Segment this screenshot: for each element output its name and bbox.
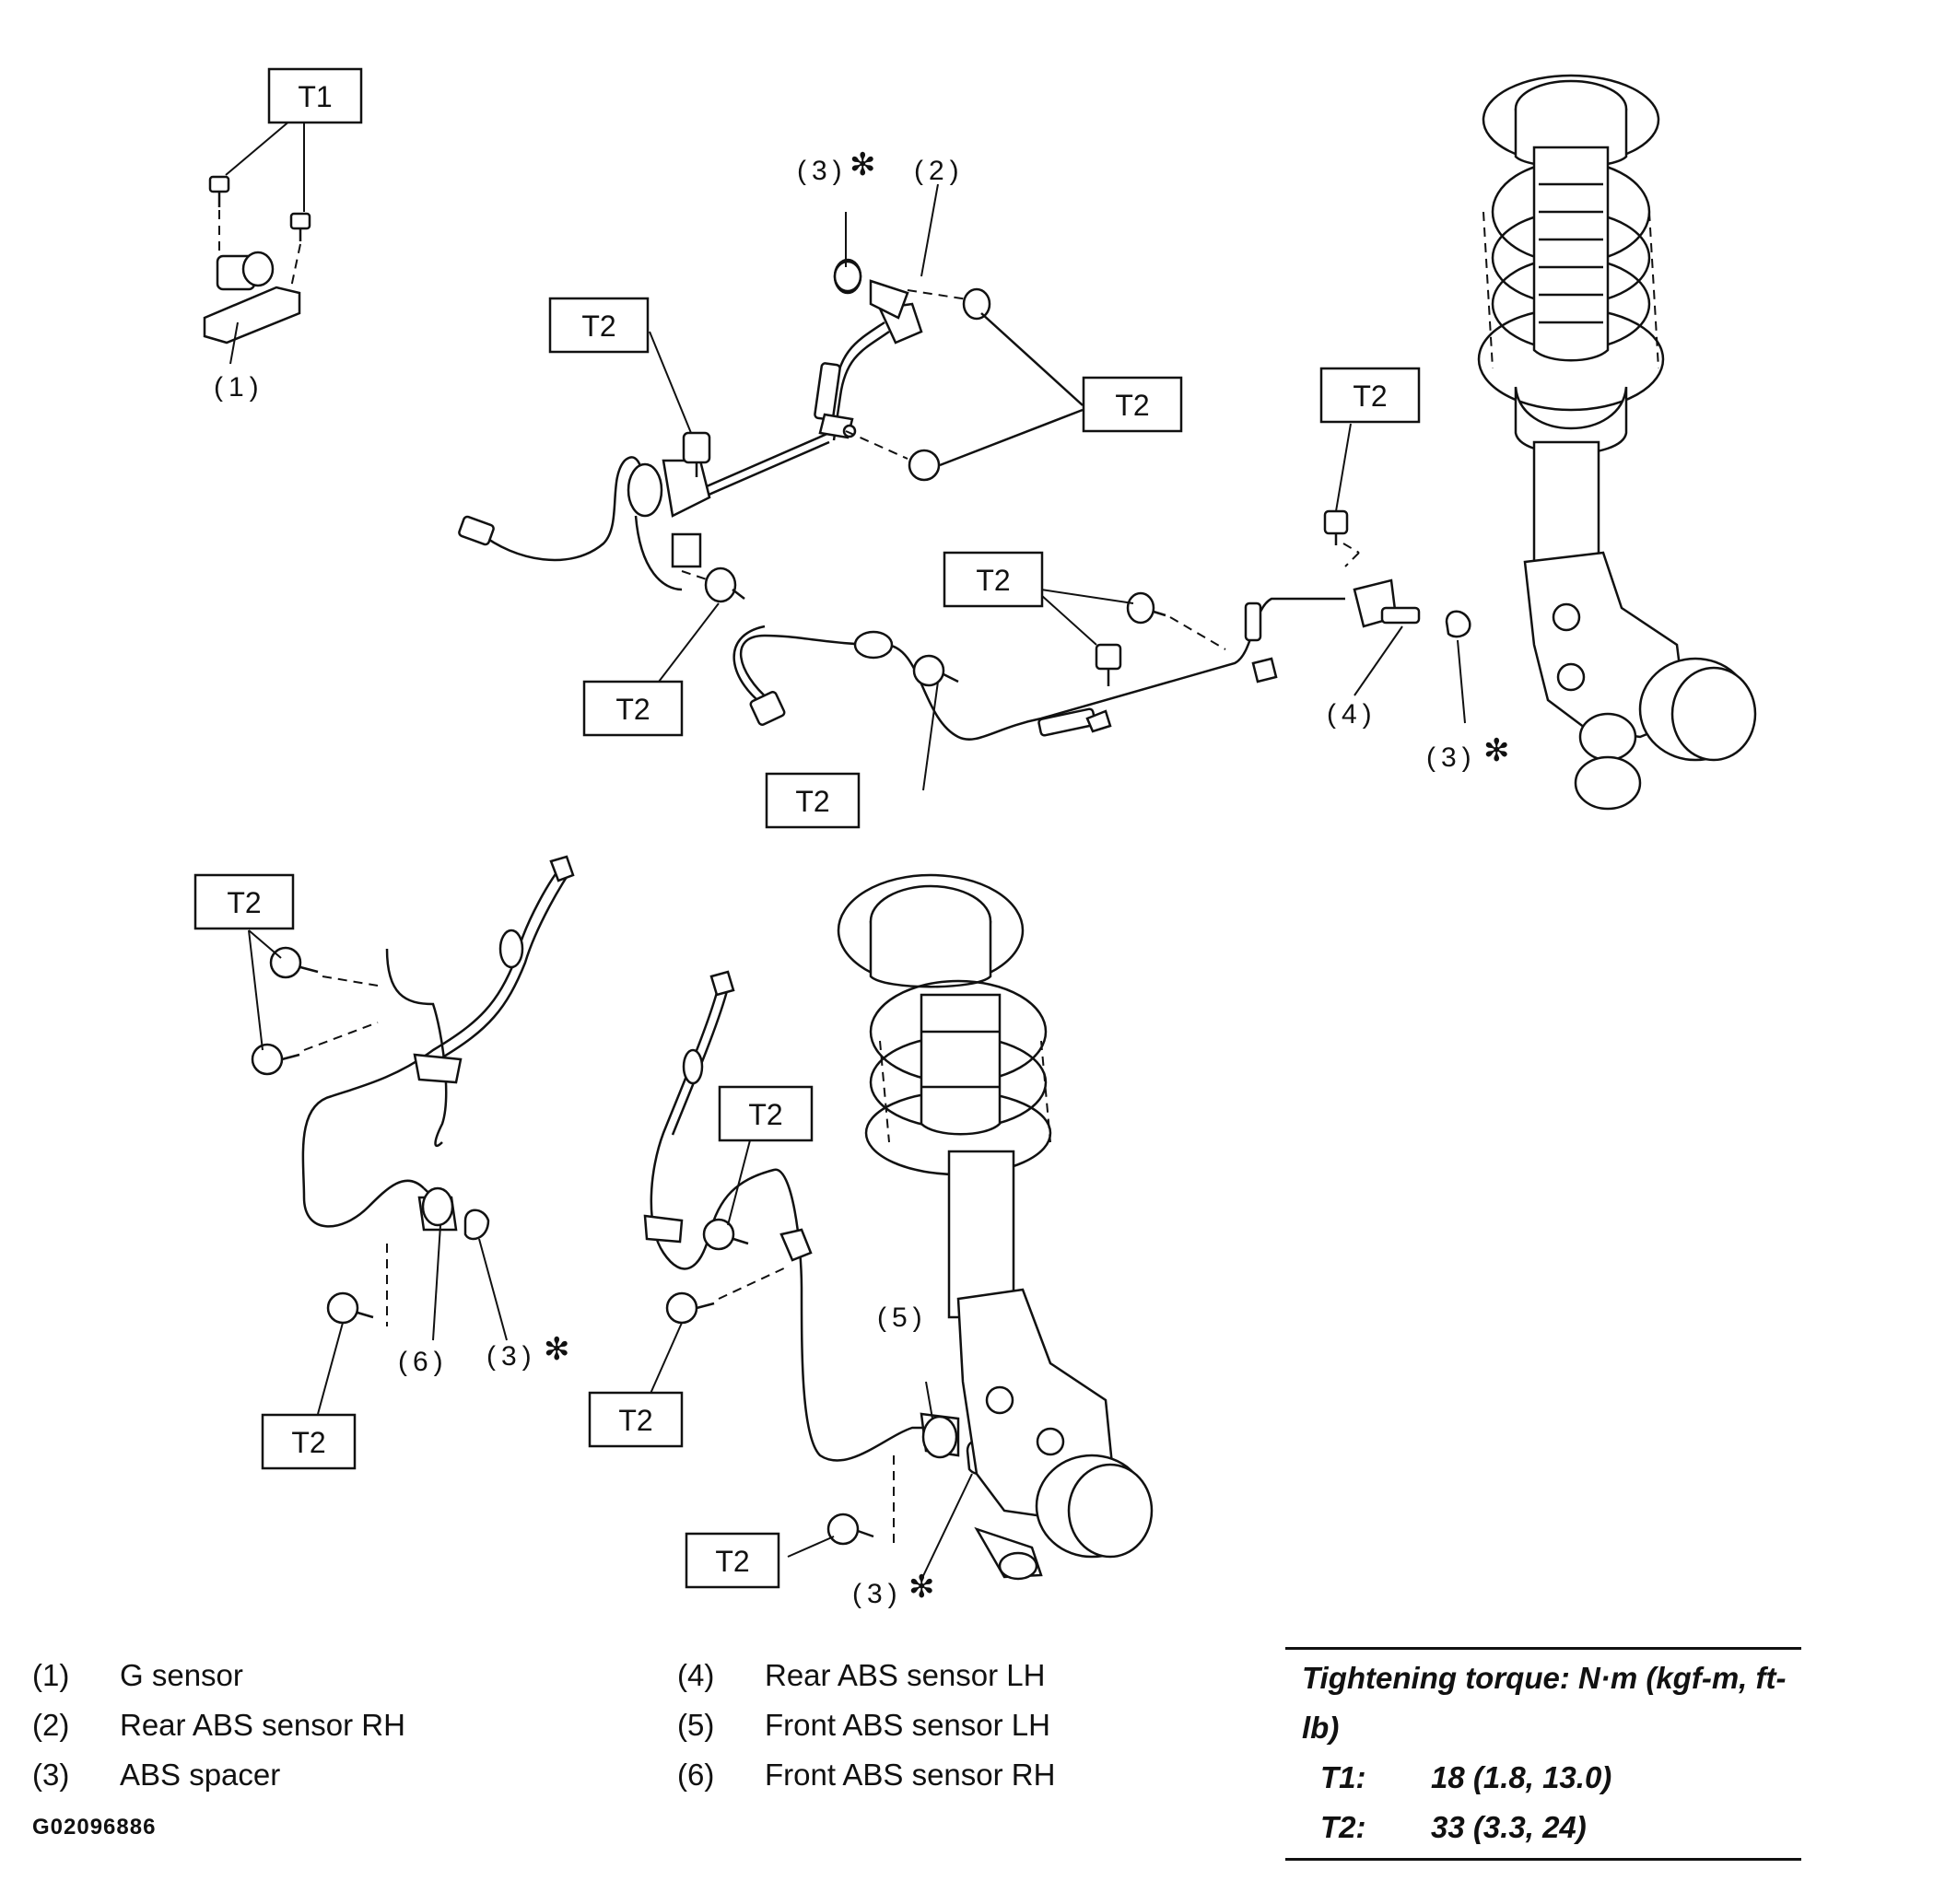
torque-value: 18 (1.8, 13.0): [1431, 1760, 1612, 1794]
callout-t2-frh-bottom: T2: [261, 1413, 357, 1470]
abs-sensor-exploded-diagram: T1 (1) T2: [193, 67, 1757, 1609]
asterisk-3-frh: ✻: [544, 1331, 570, 1368]
callout-num-3-rh: (3): [797, 156, 848, 186]
torque-key: T2:: [1320, 1810, 1366, 1844]
callout-num-4: (4): [1327, 699, 1377, 730]
callout-t2-flh-mid: T2: [588, 1391, 684, 1448]
g-sensor-assembly: [203, 119, 311, 365]
legend-num: (6): [677, 1758, 715, 1792]
svg-text:T2: T2: [618, 1404, 652, 1437]
callout-num-2: (2): [914, 156, 965, 186]
legend-item-5: (5) Front ABS sensor LH: [677, 1700, 1055, 1750]
callout-t2-lh-mid: T2: [943, 551, 1044, 608]
torque-value: 33 (3.3, 24): [1431, 1810, 1587, 1844]
svg-text:T2: T2: [715, 1545, 749, 1578]
callout-num-3-frh: (3): [486, 1341, 537, 1372]
svg-text:T2: T2: [291, 1426, 325, 1459]
torque-key: T1:: [1320, 1760, 1366, 1794]
legend-item-3: (3) ABS spacer: [32, 1750, 405, 1800]
figure-code: G02096886: [32, 1815, 157, 1840]
svg-text:T2: T2: [795, 785, 829, 818]
callout-num-5: (5): [877, 1302, 928, 1333]
torque-row-t1: T1: 18 (1.8, 13.0): [1285, 1753, 1801, 1803]
legend-label: Rear ABS sensor LH: [765, 1658, 1046, 1692]
legend-item-1: (1) G sensor: [32, 1651, 405, 1700]
svg-text:T2: T2: [227, 886, 261, 919]
svg-text:T2: T2: [748, 1098, 782, 1131]
legend-num: (1): [32, 1658, 70, 1692]
legend-label: Front ABS sensor LH: [765, 1708, 1050, 1742]
svg-text:T2: T2: [1353, 380, 1387, 413]
torque-row-t2: T2: 33 (3.3, 24): [1285, 1803, 1801, 1852]
legend-left-column: (1) G sensor (2) Rear ABS sensor RH (3) …: [32, 1651, 405, 1800]
legend-num: (4): [677, 1658, 715, 1692]
asterisk-3-lh-rear: ✻: [1483, 732, 1510, 769]
callout-t2-rh-lower: T2: [582, 680, 684, 737]
rear-abs-sensor-rh-assembly: [458, 183, 1084, 683]
front-strut-assembly: [837, 873, 1154, 1581]
legend-label: G sensor: [120, 1658, 243, 1692]
legend-num: (3): [32, 1758, 70, 1792]
svg-text:T1: T1: [298, 80, 332, 113]
legend-item-2: (2) Rear ABS sensor RH: [32, 1700, 405, 1750]
callout-t2-frh-top: T2: [193, 873, 295, 930]
callout-t2-lh-top: T2: [1319, 367, 1421, 424]
callout-t1: T1: [267, 67, 363, 124]
rear-abs-sensor-lh-assembly: [732, 423, 1471, 791]
legend-item-4: (4) Rear ABS sensor LH: [677, 1651, 1055, 1700]
callout-t2-lh-bottom: T2: [765, 772, 861, 829]
front-abs-sensor-rh-assembly: [248, 855, 575, 1415]
callout-t2-flh-bottom: T2: [685, 1532, 780, 1589]
callout-t2-flh-top: T2: [718, 1085, 814, 1142]
torque-header: Tightening torque: N·m (kgf-m, ft-lb): [1302, 1661, 1787, 1745]
callout-num-1: (1): [214, 372, 264, 403]
asterisk-3-flh: ✻: [908, 1569, 935, 1606]
callout-t2-rh-right: T2: [1082, 376, 1183, 433]
rear-strut-assembly: [1477, 74, 1757, 811]
asterisk-3-rh: ✻: [850, 146, 876, 183]
legend-item-6: (6) Front ABS sensor RH: [677, 1750, 1055, 1800]
legend-right-column: (4) Rear ABS sensor LH (5) Front ABS sen…: [677, 1651, 1055, 1800]
legend-num: (2): [32, 1708, 70, 1742]
svg-text:T2: T2: [615, 693, 650, 726]
torque-table: Tightening torque: N·m (kgf-m, ft-lb) T1…: [1285, 1647, 1801, 1861]
legend-label: ABS spacer: [120, 1758, 281, 1792]
callout-t2-rh-upper: T2: [548, 297, 650, 354]
callout-num-3-lh-rear: (3): [1426, 742, 1477, 773]
legend-label: Front ABS sensor RH: [765, 1758, 1056, 1792]
callout-num-3-flh: (3): [852, 1579, 903, 1609]
svg-text:T2: T2: [976, 564, 1010, 597]
legend-num: (5): [677, 1708, 715, 1742]
svg-text:T2: T2: [1115, 389, 1149, 422]
svg-text:T2: T2: [581, 310, 615, 343]
legend-label: Rear ABS sensor RH: [120, 1708, 405, 1742]
callout-num-6: (6): [398, 1347, 449, 1377]
